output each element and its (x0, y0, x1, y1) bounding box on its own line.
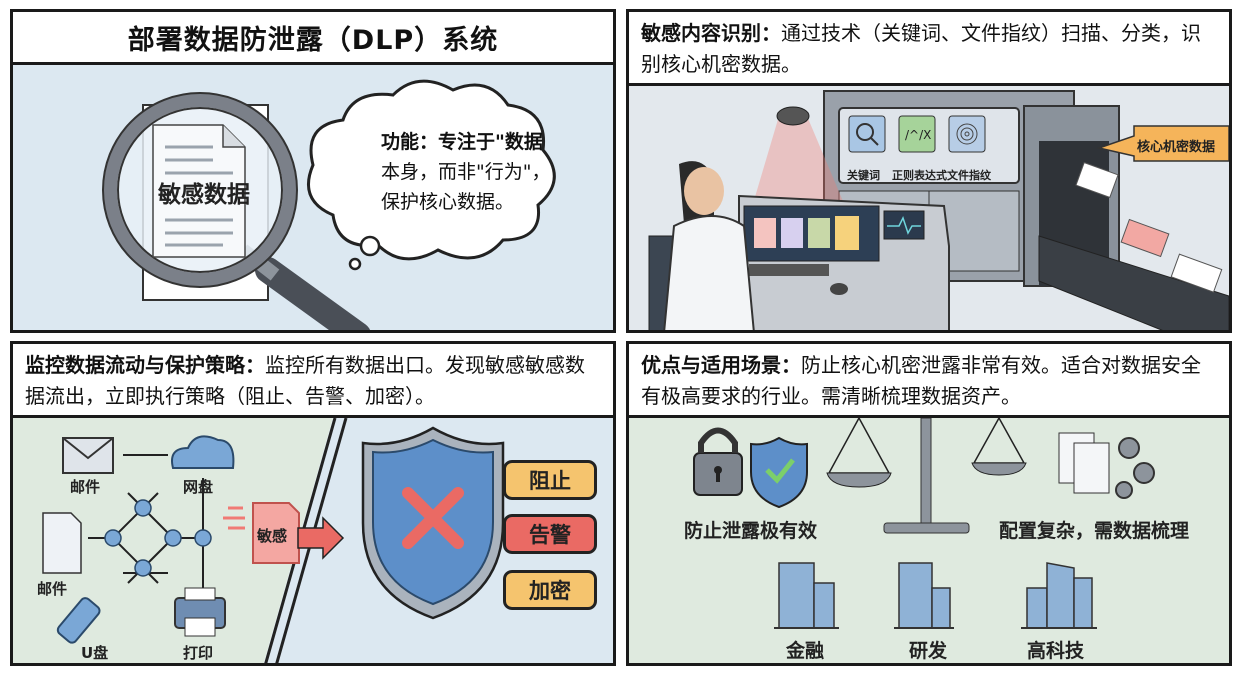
action-block: 阻止 (503, 460, 597, 500)
action-alert: 告警 (503, 514, 597, 554)
industry-finance: 金融 (786, 640, 825, 662)
intro-illustration: 敏感数据 功能：专注于"数据 本身，而非"行为"， 保护核心数据。 (13, 65, 613, 330)
core-data-arrow-label: 核心机密数据 (1137, 140, 1216, 155)
industry-tech: 高科技 (1027, 640, 1085, 662)
tile-label-fingerprint: 文件指纹 (947, 169, 991, 182)
svg-text:/^/X: /^/X (905, 128, 931, 142)
monitor-caption: 监控数据流动与保护策略：监控所有数据出口。发现敏感敏感数据流出，立即执行策略（阻… (13, 344, 613, 418)
pro-label: 防止泄露极有效 (684, 520, 818, 542)
channel-label-usb: U盘 (81, 644, 109, 662)
channel-label-document: 邮件 (37, 580, 68, 598)
cloud-upload-icon (171, 435, 235, 469)
tile-label-regex: 正则表达式 (892, 169, 947, 182)
identify-caption: 敏感内容识别：通过技术（关键词、文件指纹）扫描、分类，识别核心机密数据。 (629, 12, 1229, 86)
page-title: 部署数据防泄露（DLP）系统 (13, 12, 613, 65)
channel-label-email: 邮件 (70, 478, 101, 496)
shield-check-icon (750, 436, 808, 509)
pros-caption: 优点与适用场景：防止核心机密泄露非常有效。适合对数据安全有极高要求的行业。需清晰… (629, 344, 1229, 418)
panel-pros: 优点与适用场景：防止核心机密泄露非常有效。适合对数据安全有极高要求的行业。需清晰… (626, 341, 1232, 666)
function-bubble: 功能：专注于"数据 本身，而非"行为"， 保护核心数据。 (381, 131, 551, 213)
finance-building-icon (778, 562, 815, 629)
panel-identify: 敏感内容识别：通过技术（关键词、文件指纹）扫描、分类，识别核心机密数据。 /^/… (626, 9, 1232, 333)
identify-illustration: /^/X 关键词 正则表达式 文件指纹 核心机密数据 (629, 86, 1229, 330)
monitor-illustration: 邮件 网盘 邮件 U盘 打印 敏感 阻止 告警 加密 (13, 418, 613, 663)
scanning-machine-illustration: /^/X (648, 90, 1229, 330)
pros-illustration: 防止泄露极有效 配置复杂，需数据梳理 金融 研发 高科技 (629, 418, 1229, 663)
balance-scale-icon (826, 418, 1027, 534)
magnifier-icon (102, 79, 556, 330)
rnd-building-icon (898, 562, 933, 629)
sensitive-file-label: 敏感 (257, 527, 288, 545)
tile-label-keyword: 关键词 (847, 169, 880, 182)
con-label: 配置复杂，需数据梳理 (999, 520, 1190, 542)
tech-building-icon (1026, 587, 1048, 629)
panel-intro: 部署数据防泄露（DLP）系统 敏感数据 功能：专注于"数据 本身，而非"行为"，… (10, 9, 616, 333)
action-encrypt: 加密 (503, 570, 597, 610)
industry-rnd: 研发 (909, 640, 948, 662)
channel-label-print: 打印 (183, 644, 214, 662)
panel-monitor: 监控数据流动与保护策略：监控所有数据出口。发现敏感敏感数据流出，立即执行策略（阻… (10, 341, 616, 666)
document-icon (42, 512, 82, 574)
usb-drive-icon (56, 597, 101, 644)
sensitive-data-label: 敏感数据 (158, 182, 250, 208)
channel-label-cloud-drive: 网盘 (183, 478, 214, 496)
